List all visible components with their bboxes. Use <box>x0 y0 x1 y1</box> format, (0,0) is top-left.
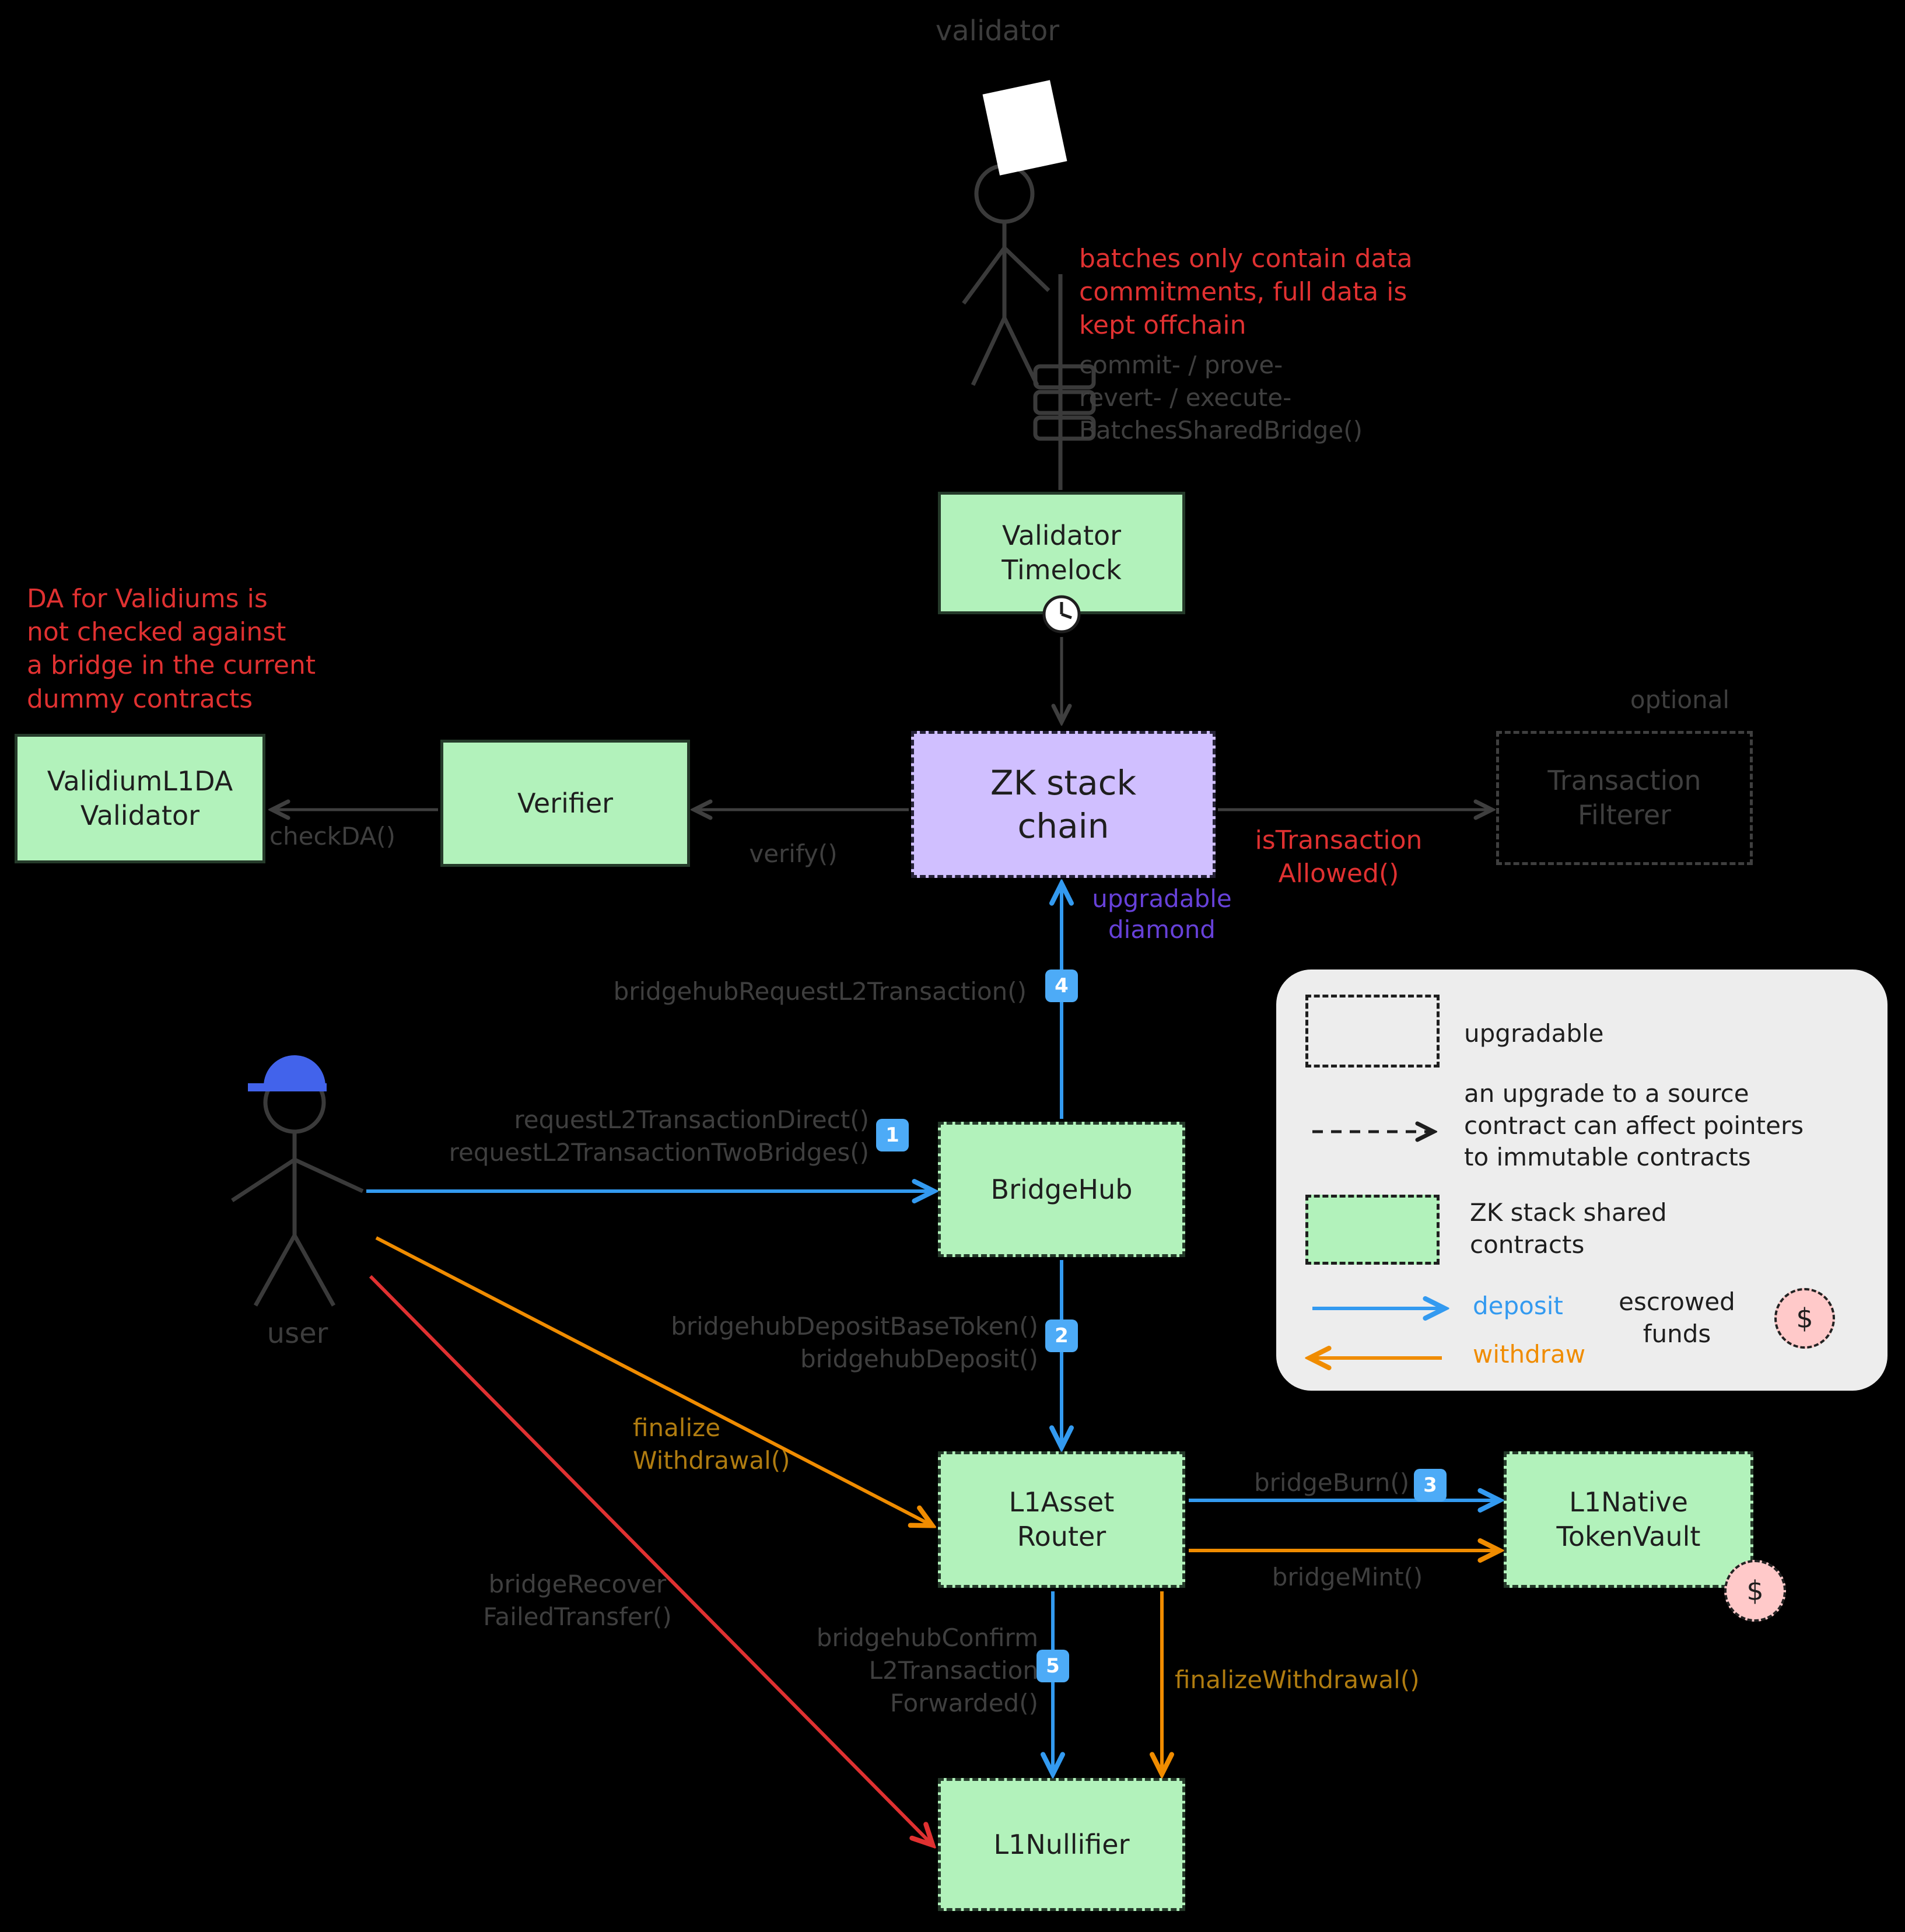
edge-label-bridge-mint: bridgeMint() <box>1272 1563 1423 1591</box>
edge-label-commit-batches: commit- / prove- revert- / execute- Batc… <box>1079 351 1363 444</box>
legend-upgradable-box <box>1305 995 1440 1068</box>
node-validator-timelock-label: Validator Timelock <box>1001 520 1122 586</box>
legend-deposit-label: deposit <box>1473 1292 1563 1320</box>
edge-label-bridge-burn: bridgeBurn() <box>1254 1468 1410 1497</box>
edge-label-bridgehub-request: bridgehubRequestL2Transaction() <box>613 977 1027 1006</box>
edge-label-is-transaction-allowed: isTransaction Allowed() <box>1255 825 1423 889</box>
validator-actor-label: validator <box>935 15 1060 47</box>
node-zk-stack-chain-label: ZK stack chain <box>990 762 1137 846</box>
node-l1-nullifier: L1Nullifier <box>938 1778 1185 1911</box>
badge-step-4-number: 4 <box>1055 974 1069 998</box>
edge-label-verify: verify() <box>749 839 838 868</box>
note-batches-offchain: batches only contain data commitments, f… <box>1079 244 1413 341</box>
legend-upgrade-note: an upgrade to a source contract can affe… <box>1464 1079 1804 1172</box>
edge-label-finalize-withdrawal: finalizeWithdrawal() <box>1175 1665 1420 1694</box>
badge-step-3-number: 3 <box>1423 1474 1437 1497</box>
badge-step-2-number: 2 <box>1055 1324 1069 1348</box>
legend-shared-contracts-box <box>1305 1195 1440 1265</box>
legend-shared-contracts-label: ZK stack shared contracts <box>1470 1198 1667 1259</box>
badge-step-2: 2 <box>1045 1320 1078 1352</box>
node-transaction-filterer: Transaction Filterer <box>1496 731 1753 865</box>
legend-withdraw-label: withdraw <box>1473 1340 1586 1368</box>
edge-label-bridge-recover: bridgeRecover FailedTransfer() <box>483 1570 672 1631</box>
escrowed-funds-icon-vault: $ <box>1724 1560 1786 1622</box>
user-actor-label: user <box>267 1317 328 1350</box>
badge-step-4: 4 <box>1045 970 1078 1002</box>
node-transaction-filterer-label: Transaction Filterer <box>1547 765 1701 831</box>
node-validator-timelock: Validator Timelock <box>938 492 1185 614</box>
node-validium-l1da-validator-label: ValidiumL1DA Validator <box>47 765 233 831</box>
node-l1-nullifier-label: L1Nullifier <box>993 1828 1130 1860</box>
edge-label-request-l2-transaction: requestL2TransactionDirect() requestL2Tr… <box>449 1105 869 1167</box>
node-l1-native-token-vault-label: L1Native TokenVault <box>1556 1486 1701 1552</box>
node-l1-asset-router-label: L1Asset Router <box>1008 1486 1115 1552</box>
node-bridgehub-label: BridgeHub <box>990 1173 1133 1205</box>
legend-escrowed-funds-label: escrowed funds <box>1619 1287 1735 1348</box>
node-verifier-label: Verifier <box>517 787 614 819</box>
dollar-glyph: $ <box>1746 1575 1764 1606</box>
node-bridgehub: BridgeHub <box>938 1122 1185 1257</box>
edge-label-upgradable-diamond: upgradable diamond <box>1092 884 1232 944</box>
dollar-glyph: $ <box>1796 1303 1813 1334</box>
legend-upgradable-label: upgradable <box>1464 1019 1604 1048</box>
node-l1-native-token-vault: L1Native TokenVault <box>1504 1451 1753 1588</box>
edge-label-check-da: checkDA() <box>269 822 396 850</box>
edge-label-bridgehub-confirm: bridgehubConfirm L2Transaction Forwarded… <box>816 1623 1038 1717</box>
badge-step-1: 1 <box>876 1119 909 1152</box>
badge-step-5: 5 <box>1036 1650 1069 1682</box>
badge-step-5-number: 5 <box>1046 1654 1060 1678</box>
badge-step-1-number: 1 <box>885 1124 899 1147</box>
edge-label-bridgehub-deposit: bridgehubDepositBaseToken() bridgehubDep… <box>671 1312 1038 1373</box>
legend-panel: upgradable an upgrade to a source contra… <box>1276 970 1888 1391</box>
edge-label-finalize-withdrawal-user: finalize Withdrawal() <box>633 1413 790 1475</box>
node-l1-asset-router: L1Asset Router <box>938 1451 1185 1588</box>
badge-step-3: 3 <box>1414 1469 1447 1502</box>
transaction-filterer-optional-tag: optional <box>1630 685 1730 714</box>
note-da-validiums: DA for Validiums is not checked against … <box>27 584 316 714</box>
node-verifier: Verifier <box>440 740 690 867</box>
escrowed-funds-icon-legend: $ <box>1774 1288 1835 1349</box>
node-zk-stack-chain: ZK stack chain <box>911 731 1216 878</box>
node-validium-l1da-validator: ValidiumL1DA Validator <box>15 734 265 863</box>
